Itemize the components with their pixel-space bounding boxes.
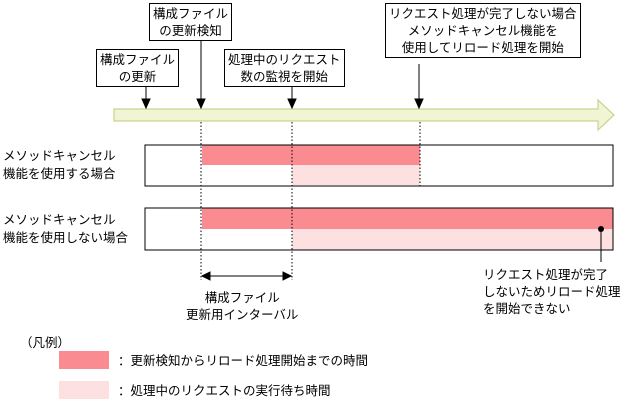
row-with-cancel-detect-bar <box>202 145 420 165</box>
legend-swatch-wait <box>59 381 109 399</box>
callout-config-update: 構成ファイル の更新 <box>96 49 180 87</box>
row-without-cancel-wait-bar <box>292 229 613 250</box>
incomplete-note: リクエスト処理が完了 しないためリロード処理 を開始できない <box>483 267 621 316</box>
legend-label-wait: ：処理中のリクエストの実行待ち時間 <box>118 383 331 398</box>
row-with-cancel-wait-bar <box>292 165 420 185</box>
callout-monitor-start: 処理中のリクエスト 数の監視を開始 <box>224 49 345 87</box>
row-label-with-cancel: メソッドキャンセル 機能を使用する場合 <box>3 148 116 181</box>
timeline-arrow <box>113 98 615 132</box>
callout-update-check: 構成ファイル の更新検知 <box>149 3 233 41</box>
legend-label-detect: ：更新検知からリロード処理開始までの時間 <box>118 353 369 368</box>
row-without-cancel-detect-bar <box>202 208 613 229</box>
legend-swatch-detect <box>59 351 109 369</box>
callout-incomplete-case: リクエスト処理が完了しない場合 メソッドキャンセル機能を 使用してリロード処理を… <box>385 3 581 58</box>
interval-label: 構成ファイル 更新用インターバル <box>186 290 299 322</box>
legend-title: （凡例） <box>20 335 71 350</box>
row-label-without-cancel: メソッドキャンセル 機能を使用しない場合 <box>3 212 129 245</box>
